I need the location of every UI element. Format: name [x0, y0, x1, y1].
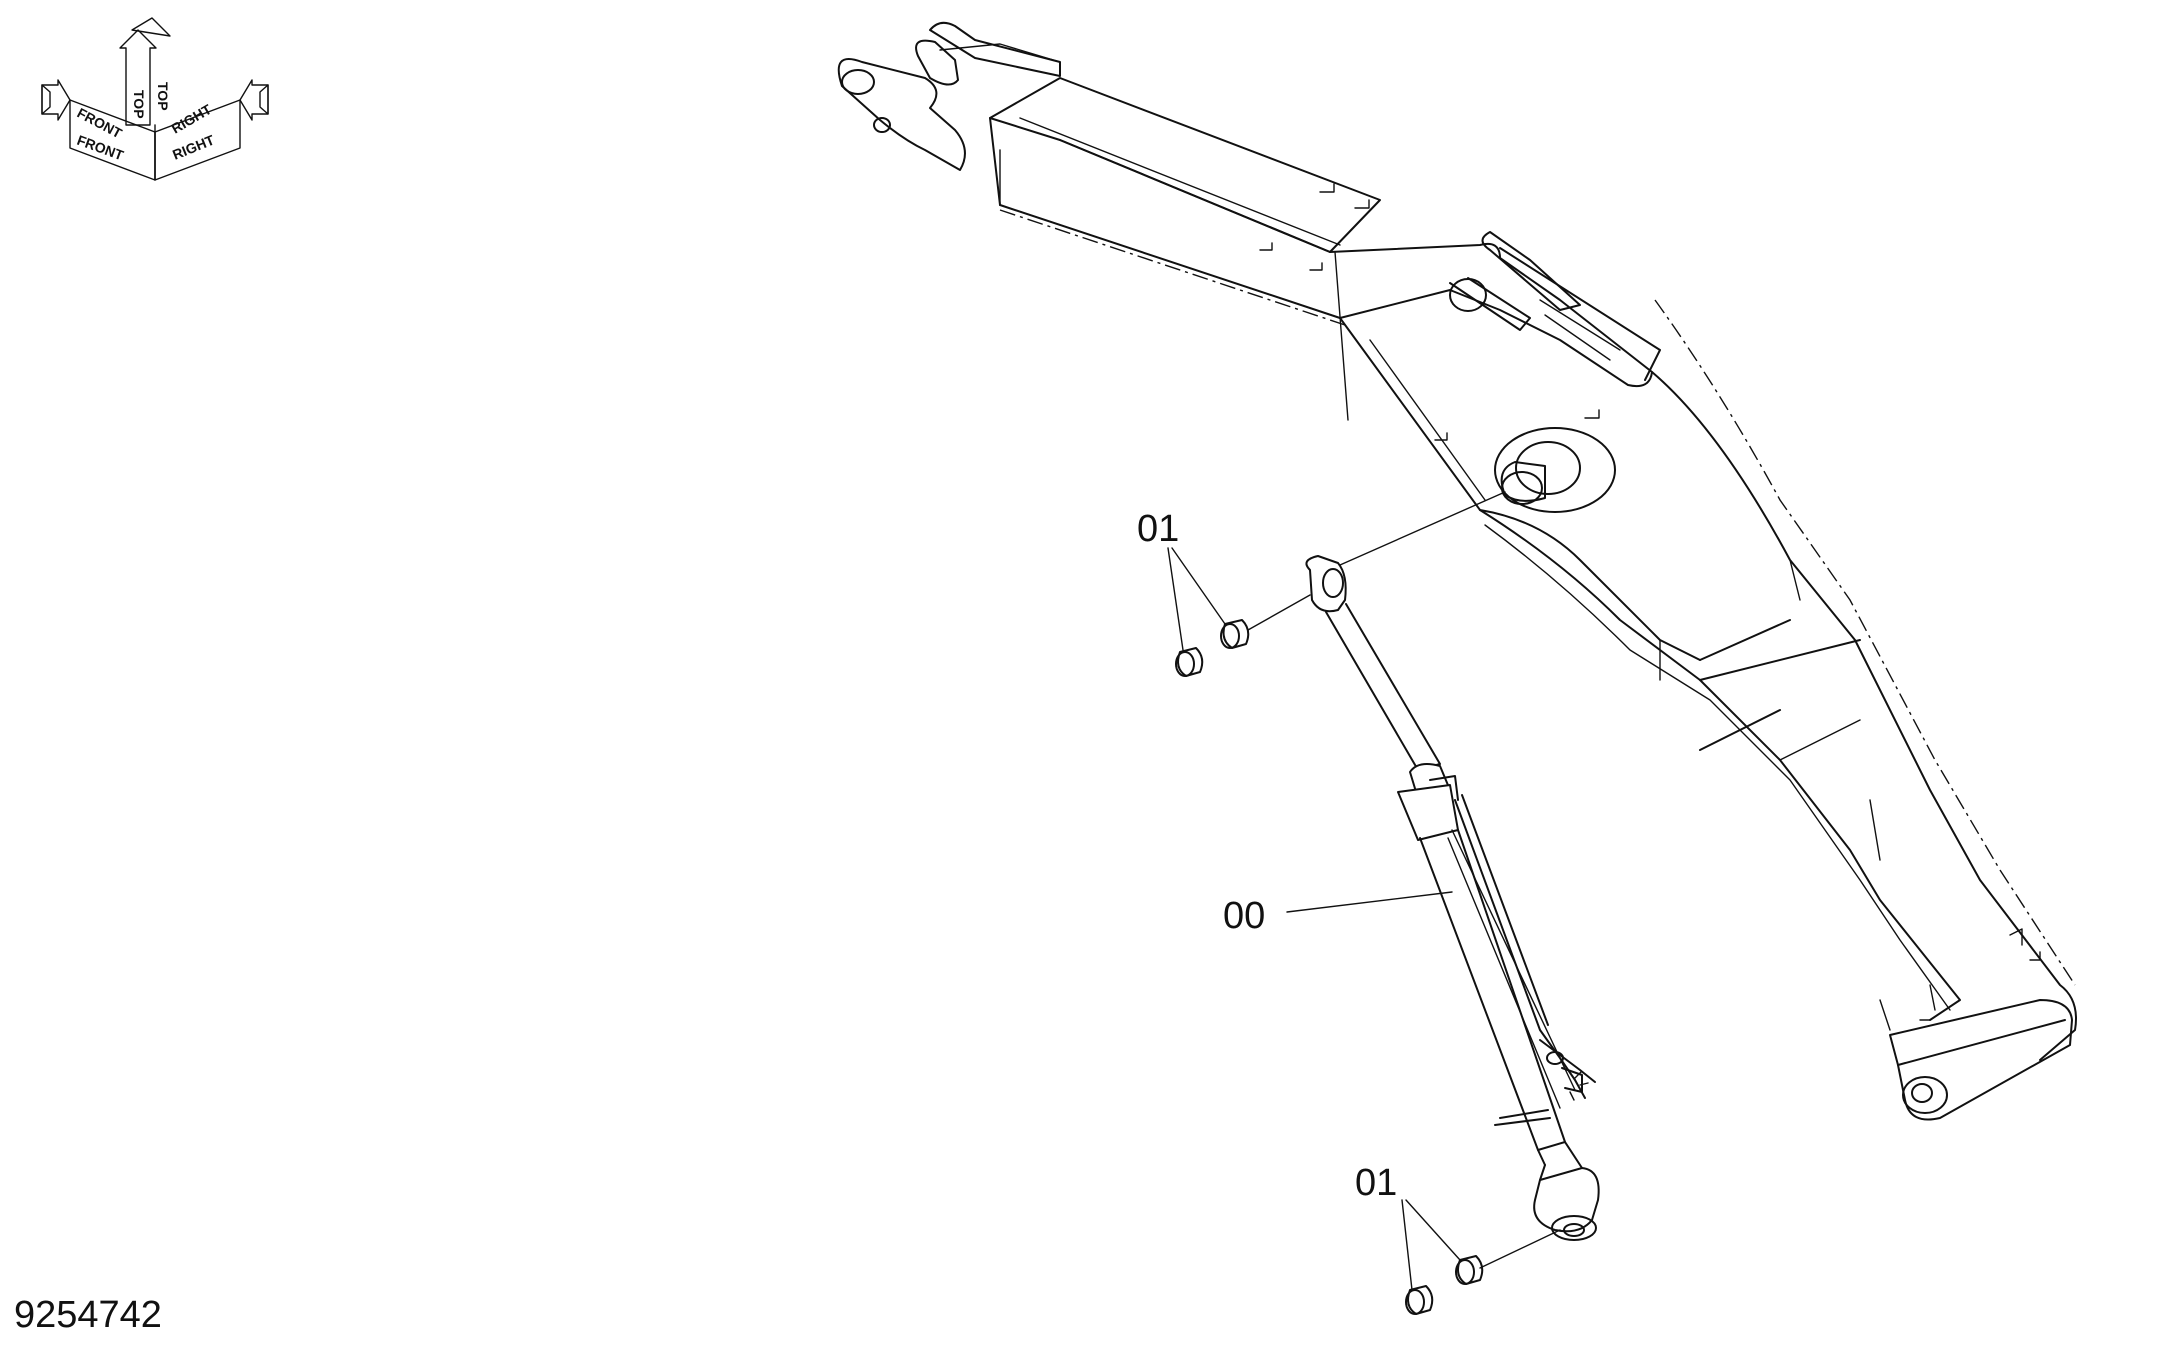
top-mirror-label: TOP	[131, 90, 147, 119]
top-label: TOP	[155, 82, 171, 111]
callout-bushing-upper: 01	[1137, 508, 1180, 550]
alignment-line-lower	[1479, 1229, 1561, 1269]
alignment-line-upper	[1247, 594, 1311, 631]
bushing-lower-right	[1455, 1255, 1484, 1285]
bushing-upper-right	[1220, 619, 1250, 649]
hydraulic-cylinder	[1305, 555, 1600, 1241]
orientation-compass-icon: FRONT FRONT TOP TOP RIGHT RIGHT	[41, 17, 269, 181]
callout-cylinder: 00	[1223, 895, 1266, 937]
leader-lines	[1167, 547, 1461, 1291]
bushing-upper-left	[1175, 647, 1204, 677]
boom	[837, 21, 2077, 1121]
alignment-line	[1339, 491, 1506, 566]
bushing-lower-left	[1405, 1285, 1434, 1315]
drawing-number: 9254742	[14, 1294, 162, 1336]
callout-bushing-lower: 01	[1355, 1162, 1398, 1204]
right-mirror-label: RIGHT	[169, 101, 215, 137]
